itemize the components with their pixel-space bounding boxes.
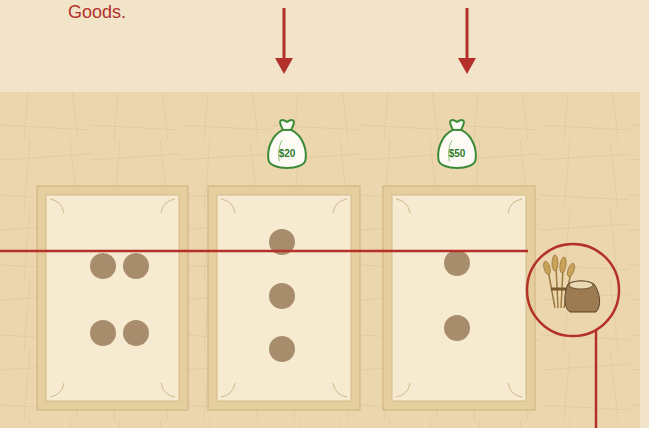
bag-outline [266,116,308,174]
cards [37,186,535,410]
map-texture [0,92,640,428]
callout-lines [0,244,619,428]
pointer-arrows [275,8,476,74]
bag-outline [436,116,478,174]
goods-icon [542,255,599,312]
price-text: $20 [266,148,308,159]
board [0,92,640,428]
caption-text: Goods. [68,2,126,23]
card-flourish [50,199,522,397]
card [383,186,535,410]
card [208,186,360,410]
money-bag: $20 [266,116,308,174]
card [37,186,188,410]
money-bag: $50 [436,116,478,174]
price-text: $50 [436,148,478,159]
